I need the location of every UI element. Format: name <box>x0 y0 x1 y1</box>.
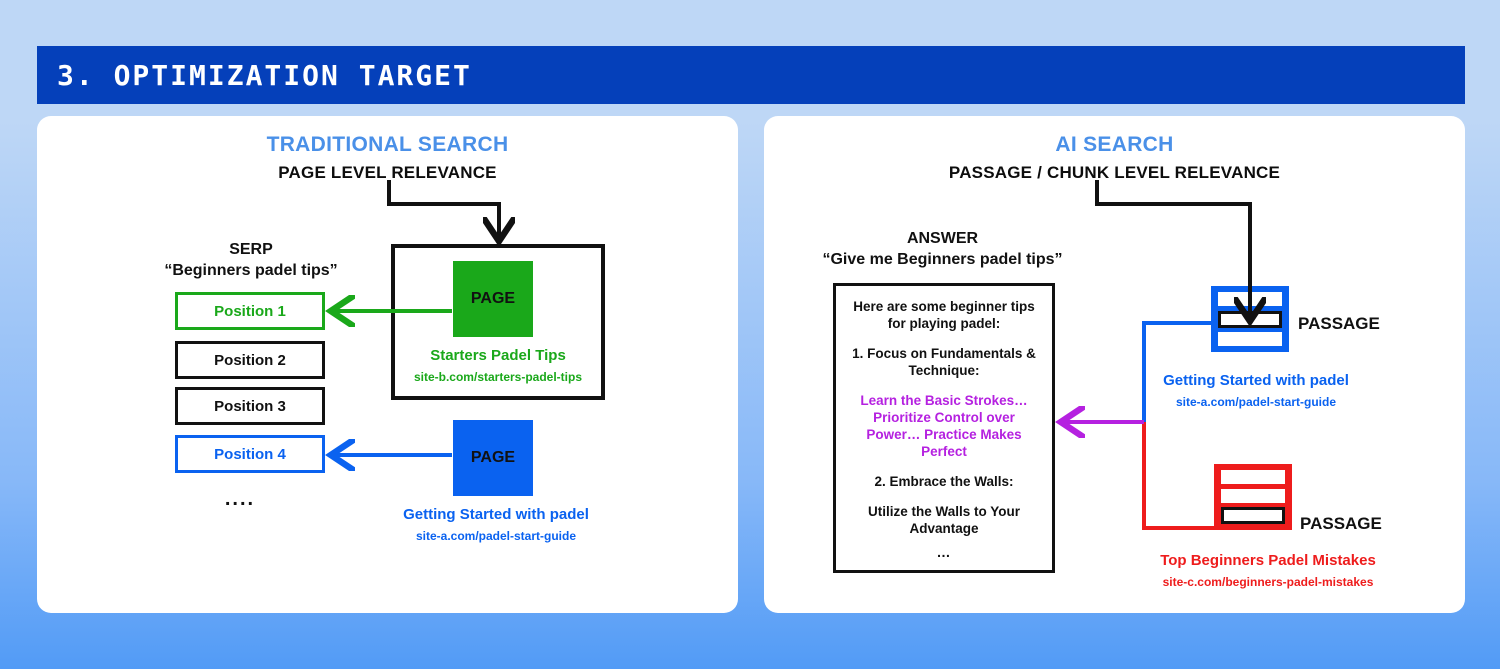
page-square-blue[interactable]: PAGE <box>453 420 533 496</box>
traditional-search-subtitle: PAGE LEVEL RELEVANCE <box>278 163 497 182</box>
answer-line-highlight: Power… Practice Makes <box>866 427 1022 442</box>
answer-line-highlight: Learn the Basic Strokes… <box>860 393 1028 408</box>
serp-position-3-label: Position 3 <box>214 397 286 415</box>
chunk <box>1221 470 1285 484</box>
serp-position-2-label: Position 2 <box>214 351 286 369</box>
passage-blue-title: Getting Started with padel <box>1163 372 1349 389</box>
passage-red-caption: Top Beginners Padel Mistakes site-c.com/… <box>1153 551 1383 592</box>
answer-label: ANSWER <box>906 230 979 247</box>
serp-position-2[interactable]: Position 2 <box>175 341 325 379</box>
passage-red-url: site-c.com/beginners-padel-mistakes <box>1162 575 1374 589</box>
page-square-blue-label: PAGE <box>470 449 516 466</box>
chunk <box>1218 292 1282 306</box>
serp-label: SERP <box>229 241 273 258</box>
passage-stack-red[interactable] <box>1214 464 1292 530</box>
serp-heading: SERP “Beginners padel tips” <box>156 239 346 281</box>
page-square-green-label: PAGE <box>470 290 516 307</box>
serp-position-1-label: Position 1 <box>214 302 286 320</box>
answer-line-highlight: Perfect <box>921 444 967 459</box>
ai-search-title: AI SEARCH <box>1055 133 1174 156</box>
serp-position-4-label: Position 4 <box>214 445 286 463</box>
passage-red-title: Top Beginners Padel Mistakes <box>1160 552 1376 569</box>
serp-ellipsis: .... <box>224 488 256 510</box>
page-green-url: site-b.com/starters-padel-tips <box>413 370 583 384</box>
traditional-search-heading: TRADITIONAL SEARCH PAGE LEVEL RELEVANCE <box>37 133 738 183</box>
passage-blue-caption: Getting Started with padel site-a.com/pa… <box>1141 371 1371 412</box>
chunk <box>1218 332 1282 346</box>
answer-heading: ANSWER “Give me Beginners padel tips” <box>820 228 1065 270</box>
answer-query: “Give me Beginners padel tips” <box>822 251 1063 268</box>
header-bar: 3. OPTIMIZATION TARGET <box>37 46 1465 104</box>
answer-spacer <box>847 490 1041 503</box>
answer-line: 1. Focus on Fundamentals & <box>852 346 1036 361</box>
chunk-selected <box>1221 507 1285 524</box>
answer-spacer <box>847 460 1041 473</box>
answer-spacer <box>847 537 1041 544</box>
answer-line: 2. Embrace the Walls: <box>874 474 1014 489</box>
traditional-search-title: TRADITIONAL SEARCH <box>266 133 509 156</box>
passage-blue-label: PASSAGE <box>1298 314 1380 333</box>
serp-position-3[interactable]: Position 3 <box>175 387 325 425</box>
answer-ellipsis: … <box>936 544 952 560</box>
page-blue-title: Getting Started with padel <box>403 506 589 523</box>
serp-position-4[interactable]: Position 4 <box>175 435 325 473</box>
chunk <box>1221 488 1285 503</box>
answer-spacer <box>847 379 1041 392</box>
page-blue-url: site-a.com/padel-start-guide <box>415 529 577 543</box>
answer-line: Utilize the Walls to Your <box>867 504 1020 519</box>
passage-red-label: PASSAGE <box>1300 514 1382 533</box>
page-square-green[interactable]: PAGE <box>453 261 533 337</box>
chunk-selected <box>1218 310 1282 328</box>
answer-line: Technique: <box>908 363 980 378</box>
answer-line: Advantage <box>909 521 979 536</box>
page-title: 3. OPTIMIZATION TARGET <box>57 58 472 92</box>
serp-query: “Beginners padel tips” <box>164 262 338 279</box>
passage-stack-blue[interactable] <box>1211 286 1289 352</box>
passage-blue-url: site-a.com/padel-start-guide <box>1175 395 1337 409</box>
page-green-caption: Starters Padel Tips site-b.com/starters-… <box>383 346 613 387</box>
answer-line-highlight: Prioritize Control over <box>873 410 1015 425</box>
answer-line: Here are some beginner tips <box>853 299 1035 314</box>
serp-position-1[interactable]: Position 1 <box>175 292 325 330</box>
ai-search-heading: AI SEARCH PASSAGE / CHUNK LEVEL RELEVANC… <box>764 133 1465 183</box>
answer-line: for playing padel: <box>887 316 1001 331</box>
page-green-title: Starters Padel Tips <box>430 347 566 364</box>
page-blue-caption: Getting Started with padel site-a.com/pa… <box>381 505 611 546</box>
answer-box: Here are some beginner tips for playing … <box>833 283 1055 573</box>
ai-search-subtitle: PASSAGE / CHUNK LEVEL RELEVANCE <box>948 163 1281 182</box>
answer-spacer <box>847 332 1041 345</box>
